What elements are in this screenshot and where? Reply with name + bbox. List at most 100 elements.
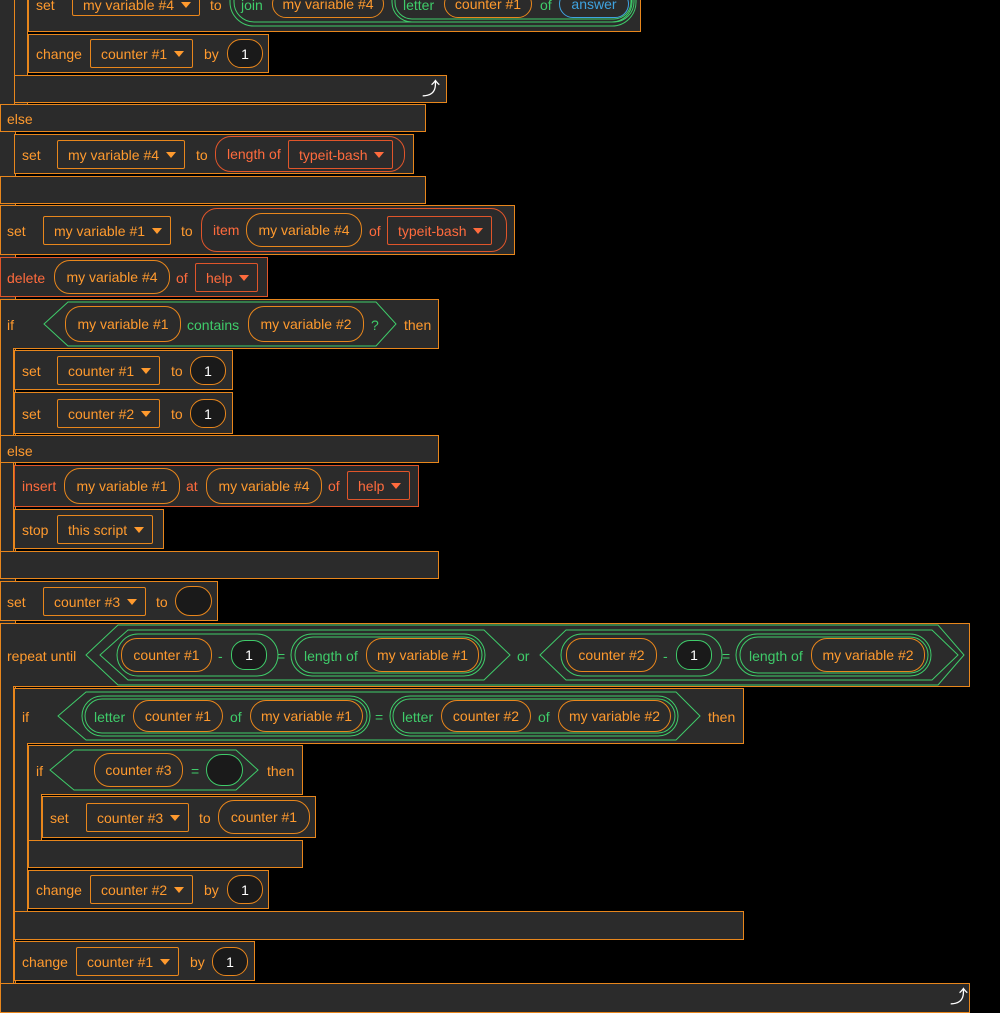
if-contains-bottom: [0, 551, 439, 579]
kw-delete: delete: [7, 270, 46, 286]
counter-dropdown[interactable]: counter #2: [57, 399, 161, 428]
counter-reporter[interactable]: counter #2: [441, 700, 531, 732]
var-reporter[interactable]: my variable #1: [65, 306, 181, 342]
dropdown-caret-icon: [374, 151, 385, 158]
kw-to: to: [181, 223, 193, 239]
var-reporter[interactable]: my variable #4: [246, 213, 362, 247]
list-dropdown[interactable]: typeit-bash: [288, 140, 394, 169]
counter-reporter[interactable]: counter #2: [566, 638, 657, 672]
stop-option-dropdown[interactable]: this script: [57, 515, 154, 544]
kw-by: by: [190, 954, 205, 970]
kw-change: change: [36, 882, 82, 898]
kw-to: to: [210, 0, 222, 13]
number-input[interactable]: 1: [190, 399, 226, 428]
dropdown-caret-icon: [152, 227, 163, 234]
counter-reporter[interactable]: counter #1: [133, 700, 223, 732]
kw-if: if: [7, 317, 14, 333]
counter-dropdown[interactable]: counter #3: [86, 803, 190, 832]
answer-reporter[interactable]: answer: [559, 0, 629, 18]
var-reporter[interactable]: my variable #2: [811, 638, 925, 672]
kw-equals: =: [375, 709, 384, 725]
kw-of: of: [230, 709, 242, 725]
kw-set: set: [50, 810, 69, 826]
kw-to: to: [199, 810, 211, 826]
empty-input[interactable]: [175, 586, 212, 616]
var-reporter[interactable]: my variable #4: [206, 468, 322, 504]
dropdown-caret-icon: [391, 482, 402, 489]
kw-set: set: [36, 0, 55, 13]
dropdown-caret-icon: [134, 526, 145, 533]
kw-length-of: length of: [749, 648, 803, 664]
counter-dropdown[interactable]: counter #2: [90, 875, 194, 904]
kw-of: of: [540, 0, 552, 13]
kw-or: or: [517, 648, 530, 664]
var-dropdown[interactable]: my variable #4: [57, 140, 186, 169]
else-bar: [0, 104, 426, 132]
number-input[interactable]: 1: [190, 356, 226, 385]
var-dropdown[interactable]: my variable #1: [43, 216, 172, 245]
kw-stop: stop: [22, 522, 49, 538]
number-input[interactable]: 1: [231, 640, 267, 670]
kw-set: set: [22, 363, 41, 379]
counter-reporter[interactable]: counter #1: [444, 0, 532, 18]
repeat-block-bottom: [14, 75, 447, 103]
loop-arrow-icon: ⤴: [950, 987, 968, 1007]
var-reporter[interactable]: my variable #2: [248, 306, 364, 342]
kw-then: then: [267, 763, 295, 779]
kw-equals: =: [191, 763, 200, 779]
kw-of: of: [369, 223, 381, 239]
kw-letter: letter: [402, 709, 434, 725]
list-dropdown[interactable]: typeit-bash: [387, 216, 493, 245]
kw-then: then: [708, 709, 736, 725]
repeat-spine: [0, 686, 14, 986]
dropdown-caret-icon: [174, 50, 185, 57]
number-input[interactable]: 1: [212, 947, 248, 976]
var-dropdown[interactable]: my variable #4: [72, 0, 201, 16]
kw-to: to: [171, 363, 183, 379]
kw-letter: letter: [94, 709, 126, 725]
var-reporter[interactable]: my variable #1: [250, 700, 363, 732]
counter-dropdown[interactable]: counter #3: [43, 587, 147, 616]
dropdown-caret-icon: [174, 886, 185, 893]
kw-of: of: [328, 478, 340, 494]
number-input[interactable]: 1: [227, 875, 263, 904]
var-reporter[interactable]: my variable #1: [366, 638, 479, 672]
kw-then: then: [404, 317, 432, 333]
counter-dropdown[interactable]: counter #1: [90, 39, 194, 68]
dropdown-caret-icon: [181, 2, 192, 8]
counter-reporter[interactable]: counter #1: [121, 638, 212, 672]
counter-dropdown[interactable]: counter #1: [57, 356, 161, 385]
kw-minus: -: [218, 648, 223, 664]
dropdown-caret-icon: [160, 958, 171, 965]
kw-by: by: [204, 882, 219, 898]
kw-set: set: [22, 406, 41, 422]
kw-else: else: [7, 443, 33, 459]
if-contains-spine: [0, 348, 14, 578]
list-dropdown[interactable]: help: [195, 263, 259, 292]
kw-if: if: [36, 763, 43, 779]
if-letter-spine: [14, 743, 28, 911]
kw-length-of: length of: [304, 648, 358, 664]
kw-set: set: [7, 223, 26, 239]
kw-set: set: [7, 594, 26, 610]
counter-dropdown[interactable]: counter #1: [76, 947, 180, 976]
empty-input[interactable]: [206, 754, 243, 786]
var-reporter[interactable]: my variable #4: [272, 0, 384, 18]
number-input[interactable]: 1: [676, 640, 712, 670]
number-input[interactable]: 1: [227, 39, 263, 68]
kw-minus: -: [663, 648, 668, 664]
counter-reporter[interactable]: counter #3: [94, 753, 183, 787]
kw-letter: letter: [403, 0, 435, 13]
var-reporter[interactable]: my variable #2: [558, 700, 671, 732]
dropdown-caret-icon: [127, 598, 138, 605]
list-dropdown[interactable]: help: [347, 471, 411, 500]
var-reporter[interactable]: my variable #1: [64, 468, 180, 504]
var-reporter[interactable]: my variable #4: [54, 260, 170, 294]
if-letter-bottom: [14, 911, 744, 940]
kw-change: change: [36, 46, 82, 62]
counter-reporter[interactable]: counter #1: [218, 800, 310, 834]
kw-repeat-until: repeat until: [7, 648, 77, 664]
kw-insert: insert: [22, 478, 57, 494]
kw-change: change: [22, 954, 68, 970]
kw-to: to: [156, 594, 168, 610]
